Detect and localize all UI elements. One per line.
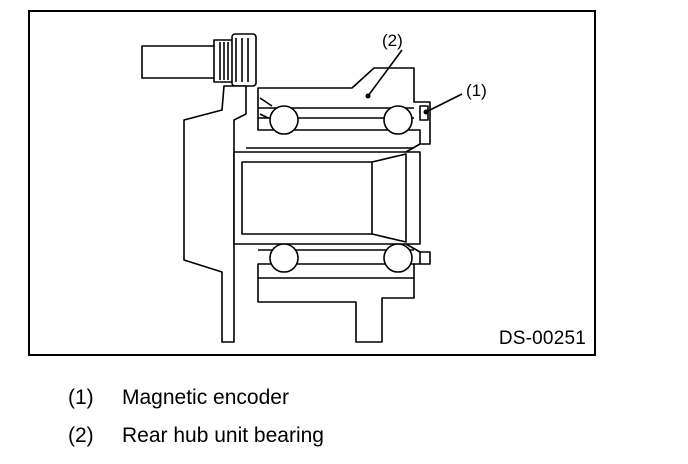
hub-bearing-cross-section: (2) (1): [141, 31, 487, 343]
callout-1-label: (1): [466, 81, 487, 100]
legend-number: (1): [68, 386, 94, 409]
hub-bore: [233, 143, 421, 253]
legend-item-1: (1) Magnetic encoder: [68, 386, 289, 410]
bearing-ball: [269, 105, 299, 135]
callout-2-label: (2): [382, 31, 403, 50]
legend-item-2: (2) Rear hub unit bearing: [68, 424, 324, 448]
bearing-ball: [383, 243, 413, 273]
figure-code: DS-00251: [498, 328, 586, 349]
wheel-bolt: [141, 33, 257, 87]
bearing-ball: [383, 105, 413, 135]
callout-2-leader: [367, 49, 403, 97]
legend-label: Magnetic encoder: [122, 386, 289, 409]
figure-frame: (2) (1) DS-00251: [28, 10, 596, 356]
bearing-outer-race-lower: [257, 251, 431, 343]
hub-flange: [183, 85, 247, 343]
bearing-ball: [269, 243, 299, 273]
legend-number: (2): [68, 424, 94, 447]
callout-1-leader: [425, 93, 463, 113]
legend-label: Rear hub unit bearing: [122, 424, 324, 447]
